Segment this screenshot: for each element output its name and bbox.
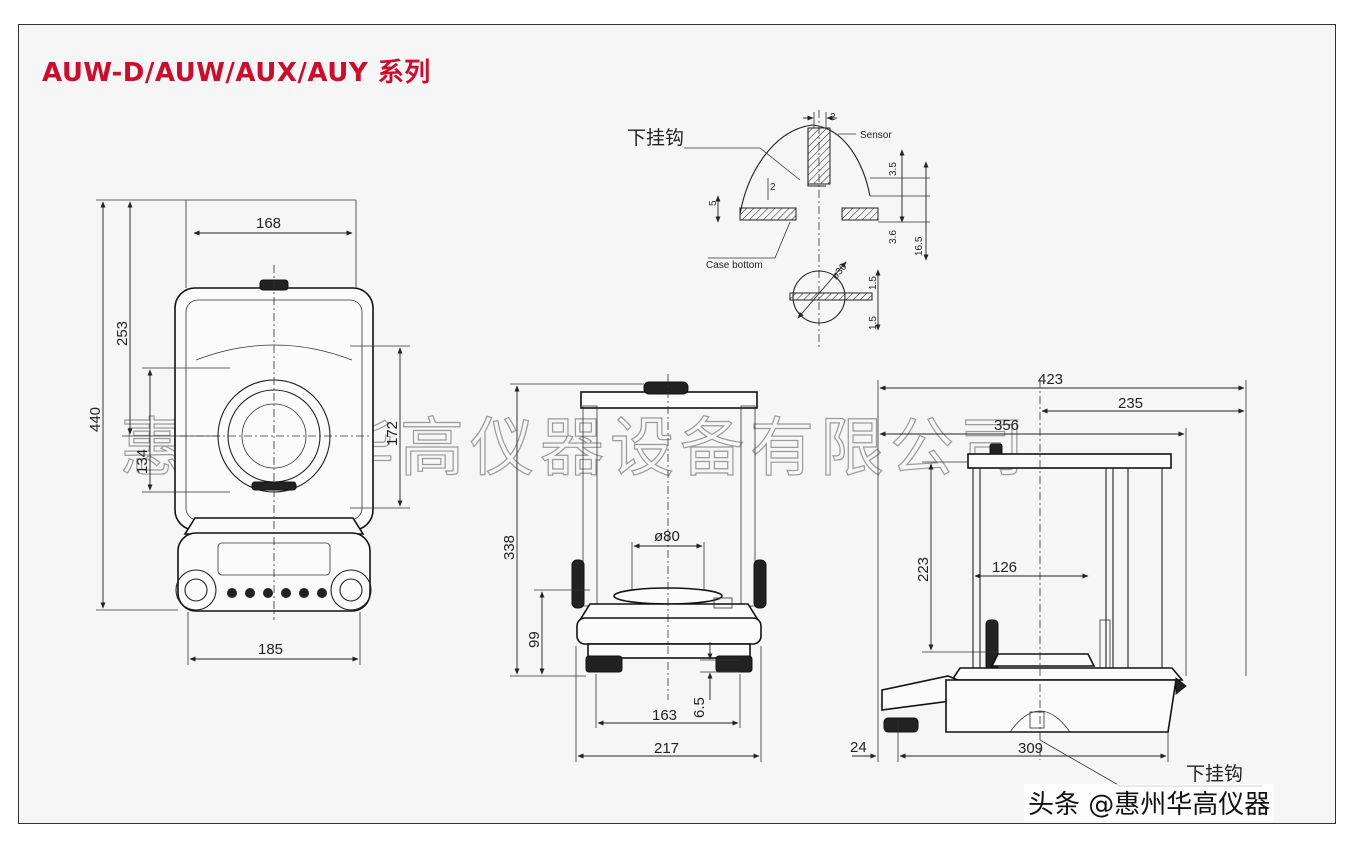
dim-d30: ø30 [830,261,850,282]
dim-338: 338 [501,535,518,560]
dim-2-top: 2 [830,112,836,123]
sensor-label: Sensor [860,130,892,141]
dim-168: 168 [256,215,281,232]
dim-24: 24 [850,739,867,756]
dim-423: 423 [1038,371,1063,388]
dim-1-5-b: 1.5 [868,316,879,330]
hook-label-detail: 下挂钩 [627,127,684,149]
credit-watermark: 头条 @惠州华高仪器 [1024,784,1275,821]
dim-163: 163 [652,707,677,724]
dim-1-5-a: 1.5 [868,276,879,290]
dim-356: 356 [994,417,1019,434]
dim-172: 172 [384,421,401,446]
hook-label-profile: 下挂钩 [1186,763,1243,785]
dim-5: 5 [708,200,719,206]
dim-440: 440 [87,407,104,432]
side-view: ø80 338 99 163 6.5 217 [501,374,767,762]
case-bottom-label: Case bottom [706,260,763,271]
dim-217: 217 [654,740,679,757]
dim-3-6: 3.6 [888,230,899,244]
dim-185: 185 [258,641,283,658]
dim-253: 253 [114,321,131,346]
dim-d80: ø80 [654,528,680,545]
dim-223: 223 [915,557,932,582]
dim-235: 235 [1118,395,1143,412]
dim-3-5: 3.5 [888,162,899,176]
page-title: AUW-D/AUW/AUX/AUY 系列 [42,58,431,88]
front-view: 168 253 440 134 172 185 [87,199,410,665]
hook-detail-view: 下挂钩 Sensor Case bottom 2 2 5 3.5 3.6 16.… [627,110,930,350]
dim-16-5: 16.5 [914,236,925,256]
dim-309: 309 [1018,740,1043,757]
dim-6-5: 6.5 [691,697,708,718]
dim-2-mid: 2 [770,182,776,193]
profile-view: 423 235 356 223 126 24 309 下挂钩 [850,371,1262,787]
dim-99: 99 [526,631,543,648]
dim-126: 126 [992,559,1017,576]
dim-134: 134 [134,449,151,474]
